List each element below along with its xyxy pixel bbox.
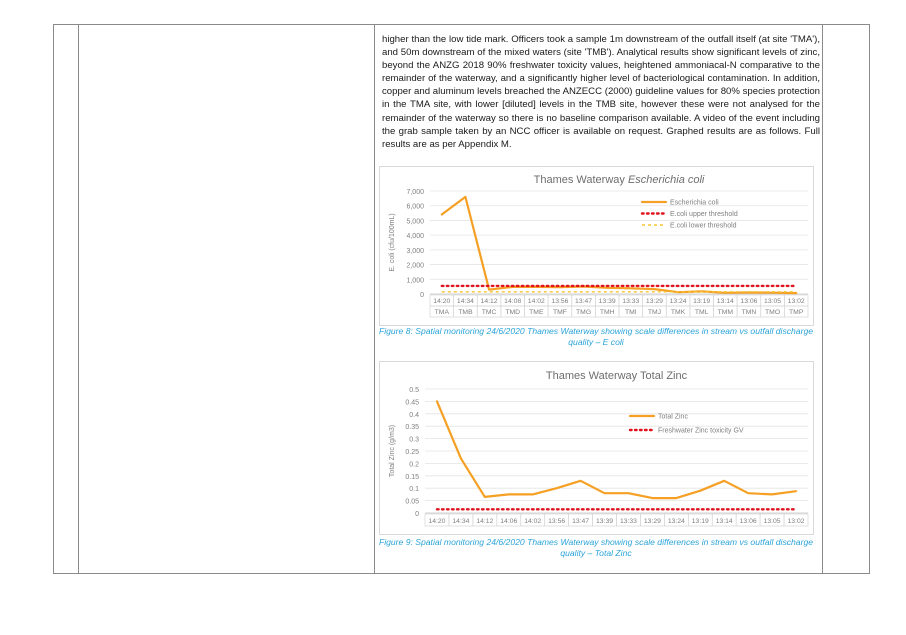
ecoli-xtick-site: TMF	[553, 309, 567, 316]
zinc-xtick-time: 13:19	[692, 518, 709, 525]
zinc-ytick-label: 0.5	[409, 387, 419, 394]
ecoli-legend-label: E.coli upper threshold	[670, 211, 738, 218]
table-column-divider-3	[822, 24, 823, 574]
table-border-bottom	[53, 573, 870, 574]
zinc-ytick-label: 0.35	[405, 424, 419, 431]
zinc-ytick-label: 0.45	[405, 399, 419, 406]
zinc-ytick-label: 0.3	[409, 437, 419, 444]
ecoli-series-line	[440, 195, 798, 295]
ecoli-xtick-time: 13:06	[740, 298, 757, 305]
ecoli-xtick-site: TMI	[625, 309, 637, 316]
ecoli-xtick-time: 13:24	[670, 298, 687, 305]
ecoli-xtick-time: 13:39	[599, 298, 616, 305]
ecoli-xtick-time: 14:20	[433, 298, 450, 305]
zinc-xtick-time: 13:33	[620, 518, 637, 525]
zinc-xtick-time: 13:24	[668, 518, 685, 525]
zinc-xtick-time: 13:29	[644, 518, 661, 525]
zinc-ytick-label: 0.25	[405, 449, 419, 456]
ecoli-xtick-site: TMP	[789, 309, 804, 316]
zinc-xtick-time: 14:20	[428, 518, 445, 525]
ecoli-xtick-site: TMO	[765, 309, 780, 316]
ecoli-xtick-time: 14:08	[504, 298, 521, 305]
ecoli-chart-frame: Thames Waterway Escherichia coli 7,000 6,0…	[379, 166, 814, 326]
zinc-chart-frame: Thames Waterway Total Zinc 0.5 0.45 0.4 0.35…	[379, 361, 814, 535]
ecoli-ytick-label: 0	[420, 292, 424, 299]
ecoli-ytick-label: 2,000	[406, 263, 424, 270]
zinc-ytick-label: 0.1	[409, 486, 419, 493]
ecoli-ytick-label: 4,000	[406, 233, 424, 240]
ecoli-title: Thames Waterway Escherichia coli	[534, 174, 705, 186]
ecoli-xtick-time: 13:19	[693, 298, 710, 305]
zinc-title: Thames Waterway Total Zinc	[546, 370, 688, 382]
zinc-chart: Thames Waterway Total Zinc 0.5 0.45 0.4 0.35…	[389, 370, 809, 527]
zinc-ytick-label: 0.05	[405, 499, 419, 506]
ecoli-xtick-site: TMC	[482, 309, 497, 316]
ecoli-xtick-time: 14:34	[457, 298, 474, 305]
ecoli-xtick-site: TMB	[458, 309, 473, 316]
ecoli-title-main: Thames Waterway	[534, 174, 628, 186]
ecoli-xtick-site: TMN	[742, 309, 757, 316]
ecoli-xtick-time: 14:12	[481, 298, 498, 305]
zinc-category-cell	[783, 513, 809, 527]
ecoli-legend-label: E.coli lower threshold	[670, 223, 737, 230]
ecoli-ytick-label: 7,000	[406, 189, 424, 196]
table-column-divider-1	[78, 24, 79, 574]
ecoli-xtick-time: 13:29	[646, 298, 663, 305]
ecoli-xtick-time: 13:14	[717, 298, 734, 305]
ecoli-xtick-time: 13:56	[551, 298, 568, 305]
zinc-ytick-label: 0	[415, 511, 419, 518]
ecoli-xtick-site: TMM	[718, 309, 734, 316]
zinc-xtick-time: 13:02	[788, 518, 805, 525]
table-border-right	[869, 24, 870, 574]
zinc-ytick-label: 0.2	[409, 461, 419, 468]
ecoli-title-italic: Escherichia coli	[628, 174, 705, 186]
zinc-xtick-time: 14:06	[500, 518, 517, 525]
ecoli-xtick-time: 14:02	[528, 298, 545, 305]
ecoli-ytick-label: 5,000	[406, 218, 424, 225]
ecoli-category-cell	[784, 305, 809, 318]
zinc-series-line	[435, 400, 798, 500]
zinc-ytick-label: 0.15	[405, 474, 419, 481]
zinc-legend-label: Freshwater Zinc toxicity GV	[658, 428, 744, 435]
ecoli-xtick-site: TME	[529, 309, 544, 316]
ecoli-ytick-label: 3,000	[406, 248, 424, 255]
figure8-caption: Figure 8: Spatial monitoring 24/6/2020 T…	[378, 326, 814, 347]
zinc-xtick-time: 13:47	[572, 518, 589, 525]
table-border-left	[53, 24, 54, 574]
ecoli-xtick-time: 13:33	[622, 298, 639, 305]
ecoli-xtick-site: TMA	[435, 309, 450, 316]
figure9-caption: Figure 9: Spatial monitoring 24/6/2020 T…	[378, 537, 814, 558]
ecoli-ylabel: E. coli (cfu/100mL)	[389, 213, 396, 271]
table-column-divider-2	[374, 24, 375, 574]
ecoli-chart: Thames Waterway Escherichia coli 7,000 6,0…	[389, 174, 809, 318]
ecoli-xtick-site: TMG	[576, 309, 591, 316]
zinc-xtick-time: 13:39	[596, 518, 613, 525]
zinc-xtick-time: 14:12	[476, 518, 493, 525]
zinc-xtick-time: 13:14	[716, 518, 733, 525]
table-border-top	[53, 24, 870, 25]
zinc-xtick-time: 14:34	[452, 518, 469, 525]
ecoli-xtick-time: 13:02	[788, 298, 805, 305]
zinc-xtick-time: 13:06	[740, 518, 757, 525]
ecoli-ytick-label: 1,000	[406, 277, 424, 284]
zinc-xtick-time: 13:56	[548, 518, 565, 525]
ecoli-xtick-site: TMJ	[648, 309, 661, 316]
zinc-legend-label: Total Zinc	[658, 414, 688, 421]
ecoli-xtick-site: TMD	[505, 309, 520, 316]
zinc-xtick-time: 13:05	[764, 518, 781, 525]
ecoli-xtick-site: TML	[695, 309, 709, 316]
ecoli-xtick-time: 13:05	[764, 298, 781, 305]
ecoli-xtick-site: TMK	[671, 309, 686, 316]
body-paragraph: higher than the low tide mark. Officers …	[382, 34, 820, 150]
ecoli-ytick-label: 6,000	[406, 204, 424, 211]
zinc-ytick-label: 0.4	[409, 412, 419, 419]
zinc-xtick-time: 14:02	[524, 518, 541, 525]
ecoli-xtick-site: TMH	[600, 309, 615, 316]
ecoli-legend-label: Escherichia coli	[670, 200, 719, 207]
zinc-ylabel: Total Zinc (g/m3)	[389, 425, 396, 477]
ecoli-xtick-time: 13:47	[575, 298, 592, 305]
